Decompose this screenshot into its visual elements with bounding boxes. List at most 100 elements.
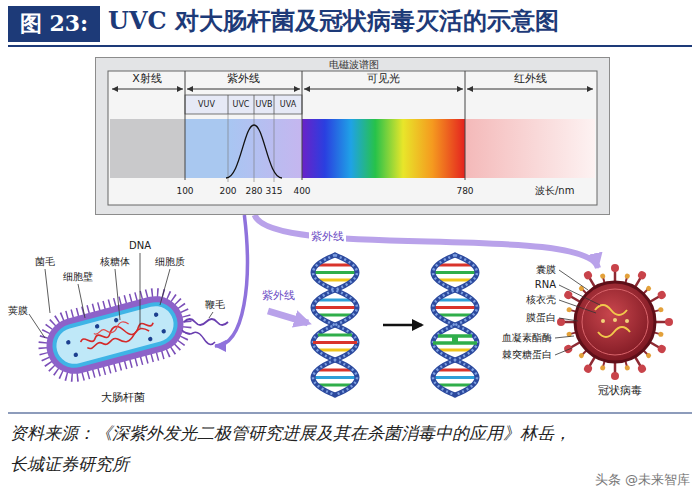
- spectrum-graphic: [185, 119, 228, 178]
- leader-line: [559, 318, 578, 321]
- sub-band-label: UVA: [280, 100, 296, 109]
- e-coli-illustration: [182, 330, 215, 344]
- spectrum-graphic: [112, 89, 183, 90]
- watermark: 头条 @未来智库: [595, 473, 690, 488]
- coronavirus-illustration: [557, 264, 673, 380]
- coronavirus-illustration: [601, 319, 605, 323]
- leader-line: [160, 269, 170, 305]
- spectrum-graphic: [302, 119, 465, 178]
- sub-band-label: UVB: [256, 100, 273, 109]
- part-label: 菌毛: [35, 256, 55, 268]
- tick-label: 315: [265, 186, 282, 196]
- e-coli-illustration: [36, 286, 193, 384]
- tick-label: 780: [456, 186, 473, 196]
- tick-label: 200: [219, 186, 236, 196]
- uv-arrow: [268, 311, 308, 323]
- sub-band-label: UVC: [233, 100, 250, 109]
- coronavirus-illustration: [611, 361, 619, 380]
- part-label: 细胞壁: [63, 271, 93, 283]
- e-coli-illustration: [40, 290, 190, 380]
- part-label: 血凝素酯酶: [502, 332, 552, 344]
- leader-line: [78, 284, 85, 318]
- cell-name: 大肠杆菌: [101, 392, 145, 405]
- leader-line: [209, 312, 213, 318]
- spectrum-graphic: [228, 95, 229, 114]
- part-label: 膜蛋白: [526, 312, 556, 324]
- spectrum-graphic: [226, 125, 282, 178]
- band-label: 红外线: [514, 73, 547, 86]
- e-coli-illustration: [36, 286, 228, 384]
- e-coli-illustration: [93, 320, 130, 337]
- part-label: 鞭毛: [205, 299, 225, 311]
- e-coli-cell: 大肠杆菌: [30, 285, 215, 407]
- spectrum-graphic: [110, 119, 185, 178]
- e-coli-illustration: [153, 312, 158, 317]
- coronavirus-illustration: [575, 282, 655, 362]
- process-arrow: [383, 324, 422, 327]
- dna-helix: [313, 255, 477, 395]
- axis-label: 波长/nm: [535, 185, 574, 197]
- uv-connector: [255, 215, 598, 268]
- e-coli-illustration: [52, 302, 177, 368]
- leader-line: [555, 270, 600, 355]
- dna-helix: [452, 335, 458, 344]
- e-coli-illustration: [94, 324, 99, 329]
- figure-number-box: 图 23:: [8, 6, 100, 42]
- band-label: X射线: [132, 73, 162, 86]
- leader-line: [555, 336, 574, 338]
- tick-label: 100: [176, 186, 193, 196]
- virus-name: 冠状病毒: [598, 385, 642, 398]
- coronavirus-illustration: [654, 318, 673, 326]
- e-coli-illustration: [36, 286, 193, 384]
- edge-label: 紫外线: [309, 231, 346, 244]
- spectrum-graphic: [95, 57, 610, 215]
- part-label: DNA: [129, 240, 151, 252]
- part-label: 细胞质: [155, 256, 185, 268]
- coronavirus-illustration: [595, 305, 630, 337]
- spectrum-graphic: [228, 114, 229, 182]
- e-coli-illustration: [73, 352, 78, 357]
- leader-line: [29, 253, 213, 338]
- dna-helix: [313, 255, 357, 395]
- e-coli-illustration: [86, 327, 150, 352]
- band-label: 紫外线: [227, 73, 260, 86]
- e-coli-illustration: [148, 336, 153, 341]
- spectrum-graphic: [304, 89, 463, 90]
- spectrum-graphic: [274, 95, 275, 114]
- spectrum-graphic: [108, 71, 597, 205]
- coronavirus-illustration: [613, 318, 617, 322]
- part-label: RNA: [535, 279, 556, 291]
- tick-label: 400: [293, 186, 310, 196]
- figure-title: UVC 对大肠杆菌及冠状病毒灭活的示意图: [108, 7, 559, 35]
- coronavirus: 冠状病毒: [565, 268, 675, 400]
- spectrum-graphic: [187, 89, 300, 90]
- sub-band-label: VUV: [198, 100, 215, 109]
- e-coli-illustration: [79, 317, 155, 348]
- spectrum-graphic: [185, 95, 302, 114]
- dna-helix: [433, 255, 477, 395]
- e-coli-illustration: [161, 329, 166, 334]
- part-label: 囊膜: [536, 264, 556, 276]
- coronavirus-illustration: [611, 264, 619, 283]
- e-coli-illustration: [114, 317, 119, 322]
- uv-connector: [215, 215, 247, 346]
- leader-line: [29, 314, 45, 338]
- spectrum-graphic: [254, 114, 255, 182]
- spectrum-graphic: [302, 71, 303, 180]
- source-caption: 资料来源：《深紫外发光二极管研究进展及其在杀菌消毒中的应用》林岳， 长城证券研究…: [10, 418, 690, 480]
- leader-line: [115, 269, 120, 320]
- coronavirus-illustration: [582, 289, 648, 355]
- part-label: 荚膜: [8, 305, 28, 317]
- tick-label: 280: [245, 186, 262, 196]
- coronavirus-illustration: [625, 319, 629, 323]
- spectrum-graphic: [465, 119, 595, 178]
- part-label: 核衣壳: [526, 294, 556, 306]
- spectrum-graphic: [467, 89, 593, 90]
- dna-helix: [313, 341, 357, 344]
- part-label: 棘突糖蛋白: [502, 349, 552, 361]
- e-coli-illustration: [47, 297, 182, 373]
- e-coli-illustration: [66, 340, 71, 345]
- spectrum-graphic: [185, 71, 186, 180]
- leader-line: [555, 348, 572, 355]
- spectrum-graphic: [465, 71, 466, 180]
